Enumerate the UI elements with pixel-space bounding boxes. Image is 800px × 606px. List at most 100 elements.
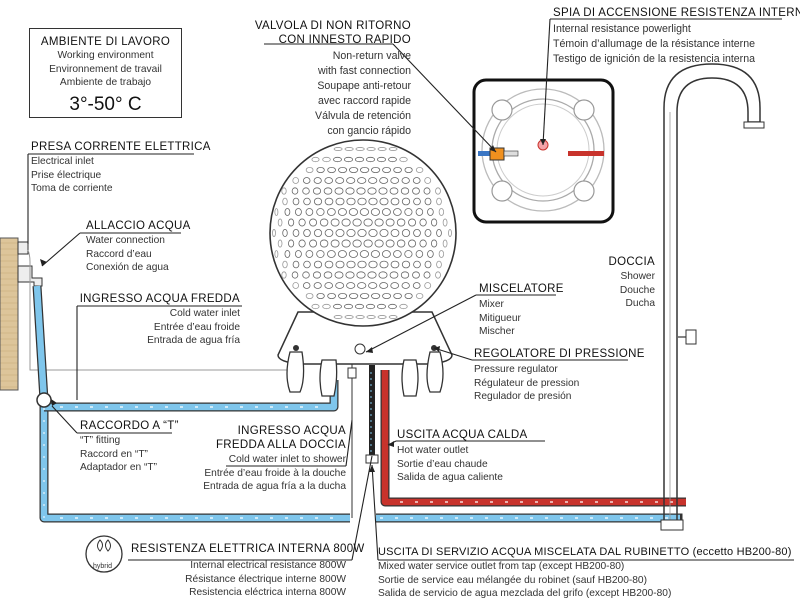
- sphere-dimple: [365, 303, 376, 310]
- sphere-dimple: [359, 250, 369, 258]
- sphere-dimple: [370, 250, 380, 258]
- sphere-dimple: [381, 208, 391, 216]
- sphere-dimple: [313, 177, 322, 184]
- sphere-dimple: [343, 156, 354, 163]
- sphere-dimple: [303, 228, 311, 237]
- sphere-dimple: [346, 282, 356, 289]
- hybrid-badge: [85, 535, 123, 573]
- sphere-dimple: [393, 166, 402, 174]
- sphere-dimple: [393, 292, 402, 300]
- cold-to-shower-line-1: Cold water inlet to shower: [228, 454, 346, 465]
- sphere-dimple: [305, 166, 314, 174]
- check-valve-title-1: VALVOLA DI NON RITORNO: [254, 20, 411, 32]
- sphere-dimple: [312, 271, 322, 279]
- sphere-dimple: [346, 177, 356, 184]
- sphere-dimple: [311, 303, 320, 310]
- sphere-dimple: [343, 303, 354, 310]
- sphere-dimple: [371, 166, 381, 174]
- sphere-dimple: [412, 282, 421, 289]
- sphere-dimple: [356, 187, 366, 195]
- sphere-dimple: [292, 282, 300, 289]
- sphere-dimple: [294, 250, 302, 258]
- sphere-dimple: [313, 228, 323, 237]
- sphere-dimple: [419, 218, 427, 227]
- sphere-dimple: [282, 260, 288, 269]
- service-outlet-line-1: Mixed water service outlet from tap (exc…: [378, 561, 625, 572]
- sphere-dimple: [292, 177, 300, 184]
- sphere-dimple: [323, 271, 333, 279]
- hot-outlet-line-2: Sortie d’eau chaude: [397, 458, 488, 470]
- sphere-dimple: [379, 177, 389, 184]
- sphere-dimple: [277, 239, 283, 248]
- cold-inlet-line-2: Entrée d’eau froide: [153, 321, 240, 333]
- sphere-dimple: [404, 292, 413, 300]
- sphere-dimple: [368, 260, 378, 269]
- sphere-dimple: [294, 208, 302, 216]
- sphere-dimple: [316, 250, 325, 258]
- sphere-dimple: [291, 187, 299, 195]
- sphere-dimple: [401, 197, 411, 206]
- sphere-dimple: [366, 147, 376, 151]
- sphere-dimple: [424, 177, 432, 184]
- sphere-dimple: [367, 187, 377, 195]
- cold-to-shower-label: INGRESSO ACQUA FREDDA ALLA DOCCIA Cold w…: [156, 424, 346, 494]
- sphere-dimple: [346, 260, 356, 269]
- service-outlet-title: USCITA DI SERVIZIO ACQUA MISCELATA DAL R…: [378, 546, 792, 558]
- sphere-dimple: [401, 260, 411, 269]
- inset-panel: [472, 78, 615, 224]
- sphere-dimple: [346, 228, 356, 237]
- environment-line-1: Working environment: [57, 50, 154, 61]
- sphere-dimple: [401, 177, 410, 184]
- hot-water-pipe: [380, 370, 686, 507]
- sphere-dimple: [330, 218, 340, 227]
- sphere-dimple: [324, 228, 334, 237]
- heater-sphere: [269, 139, 457, 327]
- sphere-dimple: [274, 208, 279, 216]
- sphere-dimple: [382, 166, 392, 174]
- powerlight-line-1: Internal resistance powerlight: [553, 23, 691, 35]
- environment-line-2: Environnement de travail: [49, 63, 162, 75]
- sphere-dimple: [368, 177, 378, 184]
- sphere-dimple: [309, 239, 318, 248]
- sphere-dimple: [357, 282, 367, 289]
- t-fitting-line-2: Raccord en “T”: [80, 448, 148, 460]
- sphere-dimple: [438, 250, 445, 258]
- hot-outlet-line-3: Salida de agua caliente: [397, 472, 503, 483]
- sphere-dimple: [335, 228, 345, 237]
- service-outlet-line-2: Sortie de service eau mélangée du robine…: [378, 574, 647, 586]
- sphere-dimple: [313, 282, 322, 289]
- sphere-dimple: [327, 208, 336, 216]
- water-connection-line-1: Water connection: [86, 235, 165, 246]
- sphere-dimple: [303, 197, 311, 206]
- sphere-dimple: [388, 303, 397, 310]
- cold-inlet-line-3: Entrada de agua fría: [147, 335, 240, 346]
- mixer-line-1: Mixer: [479, 299, 504, 310]
- sphere-dimple: [282, 197, 288, 206]
- sphere-dimple: [427, 250, 434, 258]
- sphere-dimple: [389, 187, 399, 195]
- shower-title: DOCCIA: [608, 256, 655, 268]
- sphere-dimple: [281, 271, 287, 279]
- sphere-dimple: [370, 208, 380, 216]
- wall: [0, 237, 19, 391]
- sphere-dimple: [404, 208, 413, 216]
- water-connection-label: ALLACCIO ACQUA Water connection Raccord …: [86, 219, 191, 275]
- pressure-regulator-line-2: Régulateur de pression: [474, 377, 580, 389]
- sphere-dimple: [385, 239, 395, 248]
- sphere-dimple: [400, 187, 410, 195]
- sphere-dimple: [388, 315, 398, 319]
- sphere-dimple: [374, 239, 384, 248]
- sphere-dimple: [379, 197, 389, 206]
- sphere-dimple: [305, 208, 314, 216]
- heater-label: RESISTENZA ELETTRICA INTERNA 800W: [131, 542, 365, 556]
- sphere-dimple: [379, 228, 389, 237]
- leader-lines: [27, 18, 794, 561]
- service-outlet-line-3: Salida de servicio de agua mezclada del …: [378, 588, 672, 599]
- sphere-dimple: [415, 208, 424, 216]
- cold-to-shower-line-2: Entrée d’eau froide à la douche: [204, 467, 346, 479]
- heater-title: RESISTENZA ELETTRICA INTERNA 800W: [131, 543, 365, 555]
- sphere-dimple: [319, 218, 329, 227]
- sphere-dimple: [277, 218, 283, 227]
- sphere-dimple: [284, 250, 291, 258]
- sphere-dimple: [327, 292, 336, 300]
